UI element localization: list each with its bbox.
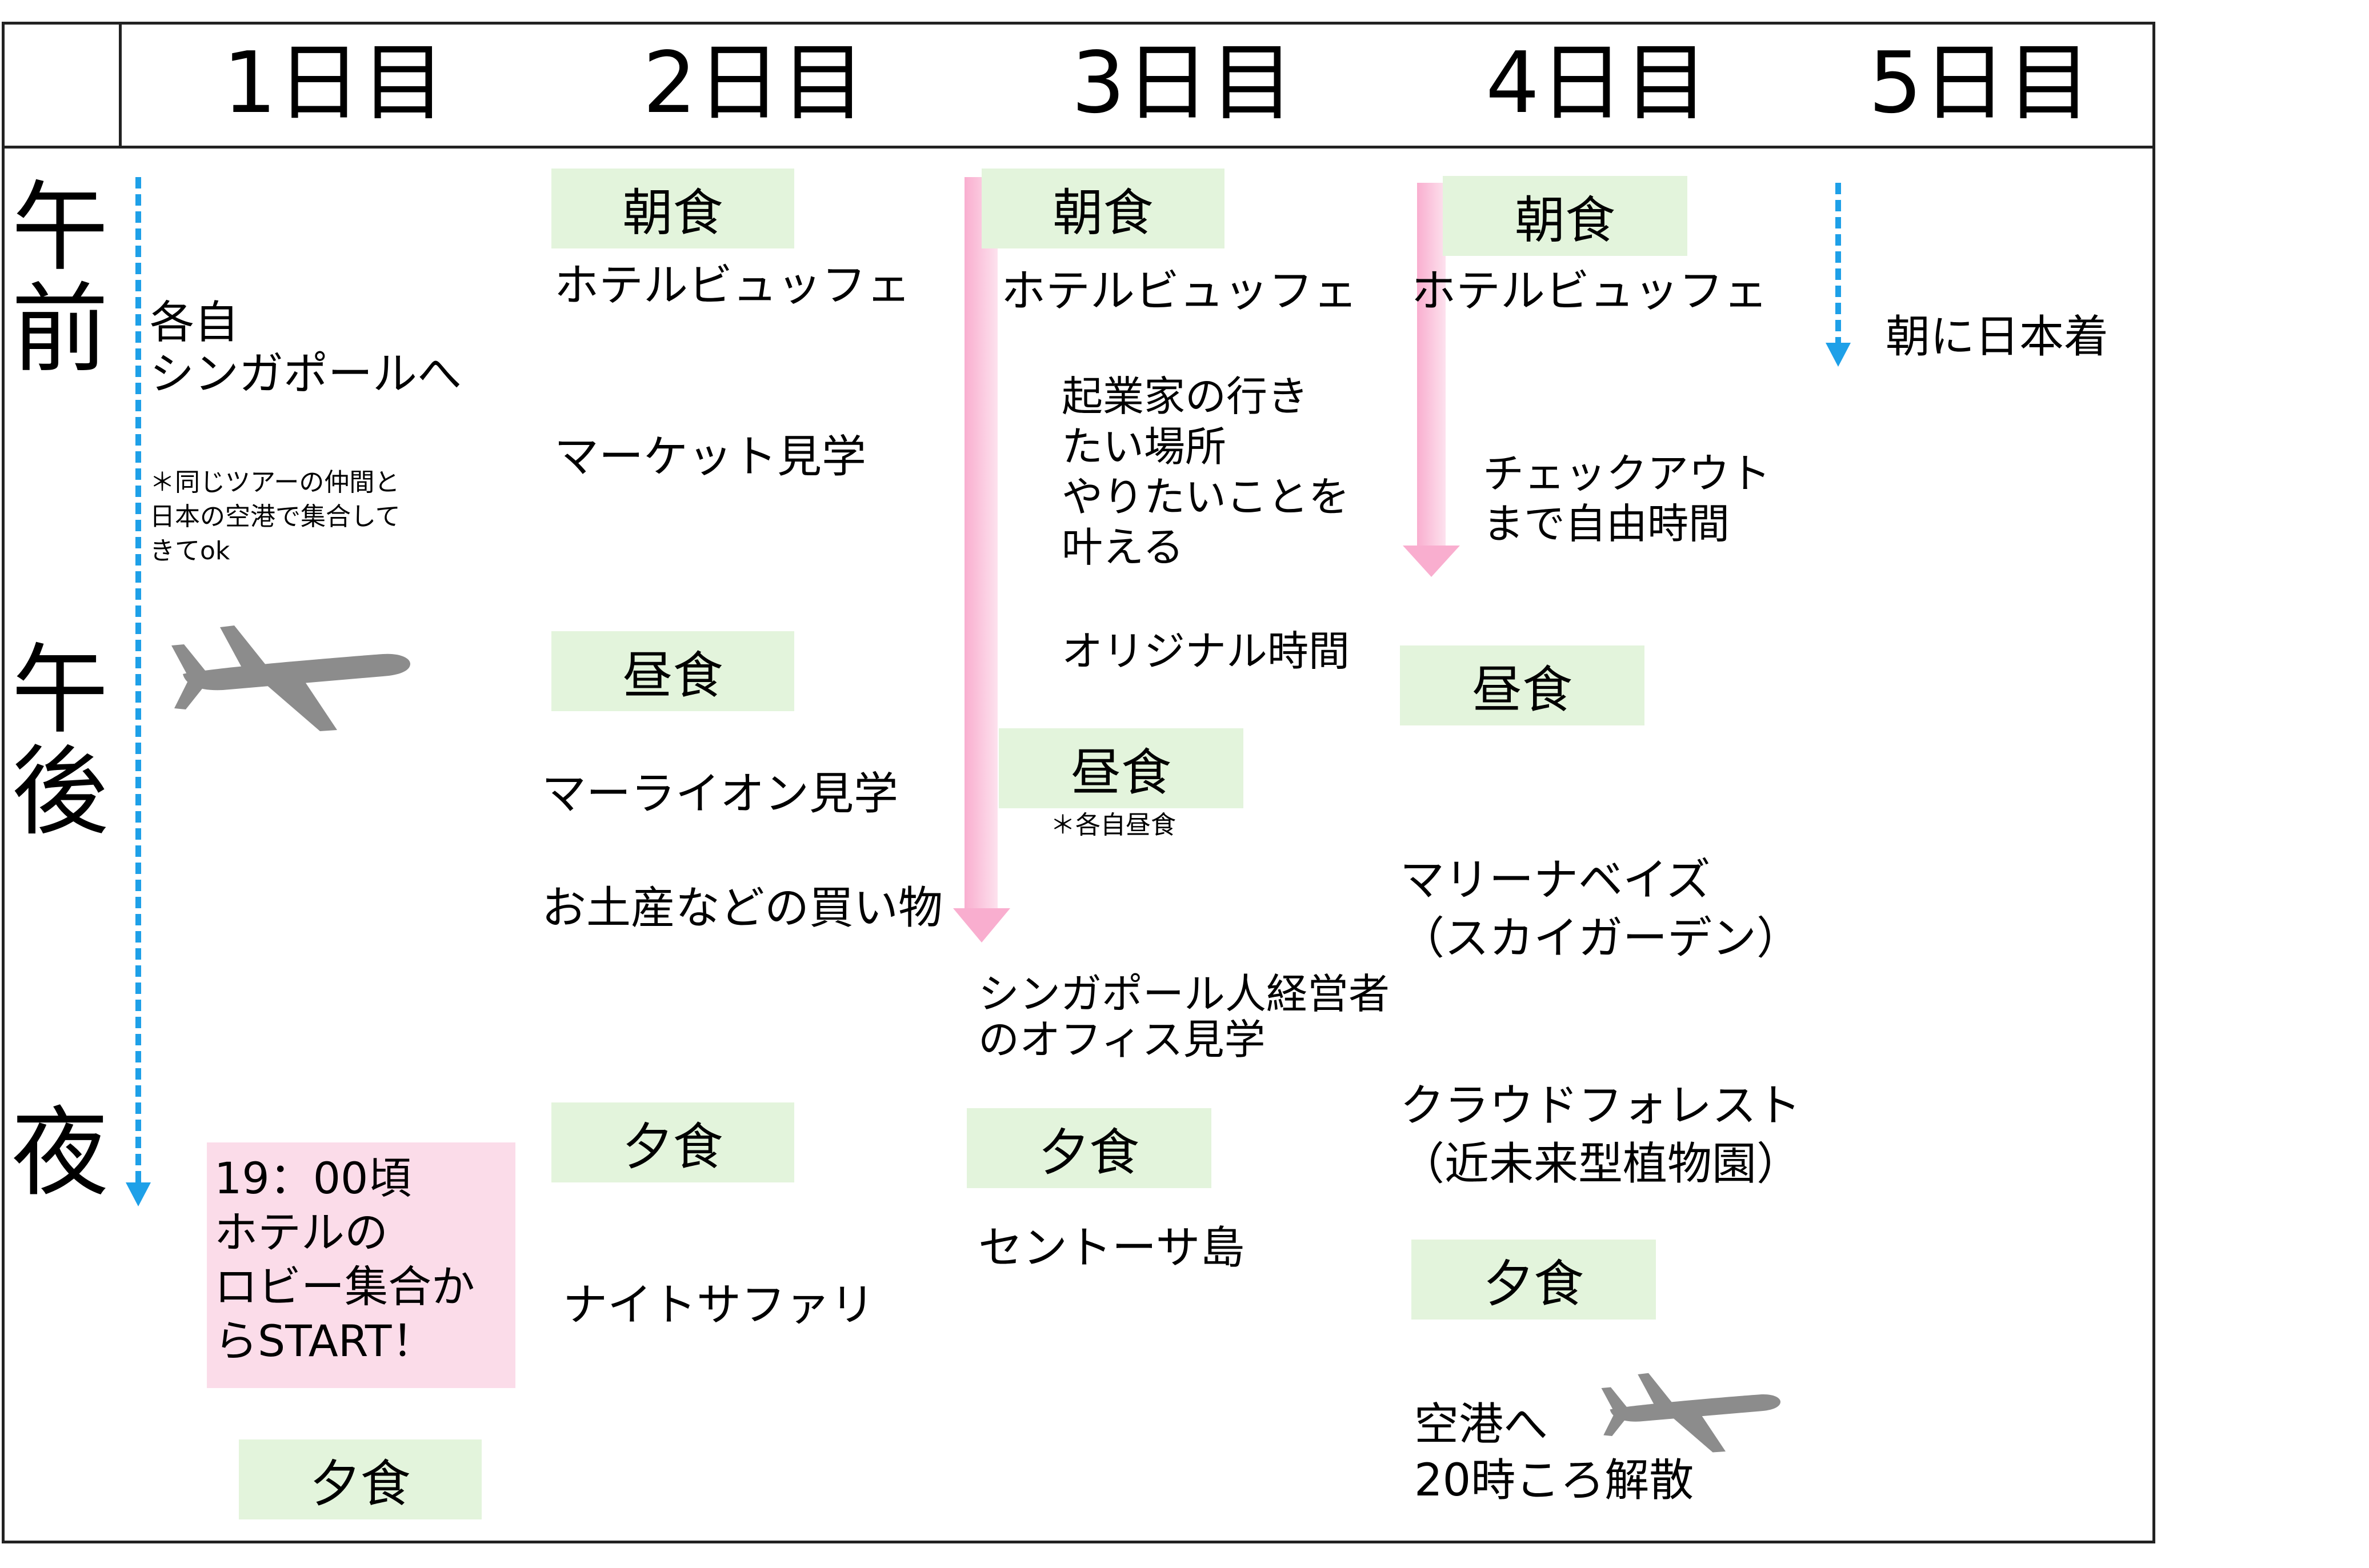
day-3-header: 3日目 xyxy=(1071,34,1295,132)
schedule-table-frame xyxy=(2,22,2155,1543)
day-5-header: 5日目 xyxy=(1868,34,2092,132)
day3-dinner-box: 夕食 xyxy=(967,1108,1211,1188)
day3-sentosa: セントーサ島 xyxy=(978,1222,1245,1274)
day3-free-plan: 起業家の行き たい場所 やりたいことを 叶える xyxy=(1062,372,1350,571)
day4-checkout: チェックアウト まで自由時間 xyxy=(1483,450,1771,548)
day5-arrow-head-icon xyxy=(1826,343,1851,367)
airplane-icon xyxy=(171,625,410,731)
day1-note-text: ＊同じツアーの仲間と 日本の空港で集合して きてok xyxy=(150,468,401,566)
day3-pink-arrow-bar xyxy=(965,177,998,914)
period-night: 夜 xyxy=(11,1097,109,1210)
day3-office-visit: シンガポール人経営者 のオフィス見学 xyxy=(978,970,1390,1064)
day3-lunch-box: 昼食 xyxy=(999,728,1243,808)
day1-dashed-arrow-line xyxy=(135,177,141,1182)
day-1-header: 1日目 xyxy=(223,34,446,132)
day5-arrival: 朝に日本着 xyxy=(1886,311,2109,363)
period-afternoon-2: 後 xyxy=(11,736,109,849)
period-afternoon: 午後 xyxy=(11,640,114,843)
period-morning: 午前 xyxy=(11,177,114,380)
day2-merlion: マーライオン見学 xyxy=(542,768,899,820)
day2-lunch-box: 昼食 xyxy=(551,631,794,711)
day-2-header: 2日目 xyxy=(643,34,866,132)
day2-breakfast-box: 朝食 xyxy=(551,169,794,248)
airplane-icon-day4 xyxy=(1601,1373,1780,1453)
day3-lunch-note: ＊各自昼食 xyxy=(1050,811,1176,840)
day3-pink-arrow-head-icon xyxy=(953,908,1010,943)
day2-night-safari: ナイトサファリ xyxy=(563,1280,875,1331)
day-4-header: 4日目 xyxy=(1486,34,1709,132)
day2-market: マーケット見学 xyxy=(554,431,867,483)
day4-lunch-box: 昼食 xyxy=(1400,645,1644,725)
day4-breakfast-box: 朝食 xyxy=(1443,176,1687,256)
day4-breakfast-place: ホテルビュッフェ xyxy=(1411,266,1768,317)
day1-arrow-head-icon xyxy=(126,1182,151,1206)
period-afternoon-1: 午 xyxy=(11,634,109,747)
day4-dinner-box: 夕食 xyxy=(1411,1240,1656,1320)
day1-dinner-box: 夕食 xyxy=(239,1439,482,1519)
day3-breakfast-place: ホテルビュッフェ xyxy=(1001,266,1358,317)
day4-pink-arrow-bar xyxy=(1417,183,1446,548)
day4-airport: 空港へ 20時ころ解散 xyxy=(1414,1399,1694,1506)
day3-breakfast-box: 朝食 xyxy=(982,169,1224,248)
day2-dinner-box: 夕食 xyxy=(551,1102,794,1182)
day2-breakfast-place: ホテルビュッフェ xyxy=(554,260,911,311)
day4-cloud-forest: クラウドフォレスト （近未来型植物園） xyxy=(1400,1080,1802,1190)
day4-marina: マリーナベイズ （スカイガーデン） xyxy=(1400,855,1802,964)
day1-meeting-text: 19：00頃 ホテルの ロビー集合か らSTART！ xyxy=(214,1153,475,1366)
day1-depart-text: 各自 シンガポールへ xyxy=(150,297,462,400)
header-corner-divider xyxy=(119,22,122,149)
period-morning-2: 前 xyxy=(11,273,109,386)
period-morning-1: 午 xyxy=(11,171,109,284)
day2-shopping: お土産などの買い物 xyxy=(542,883,943,934)
day5-dashed-arrow-line xyxy=(1835,183,1841,348)
header-divider xyxy=(2,146,2155,149)
day1-meeting-box xyxy=(207,1142,515,1388)
day4-pink-arrow-head-icon xyxy=(1403,546,1460,577)
day3-original-time: オリジナル時間 xyxy=(1062,627,1350,675)
